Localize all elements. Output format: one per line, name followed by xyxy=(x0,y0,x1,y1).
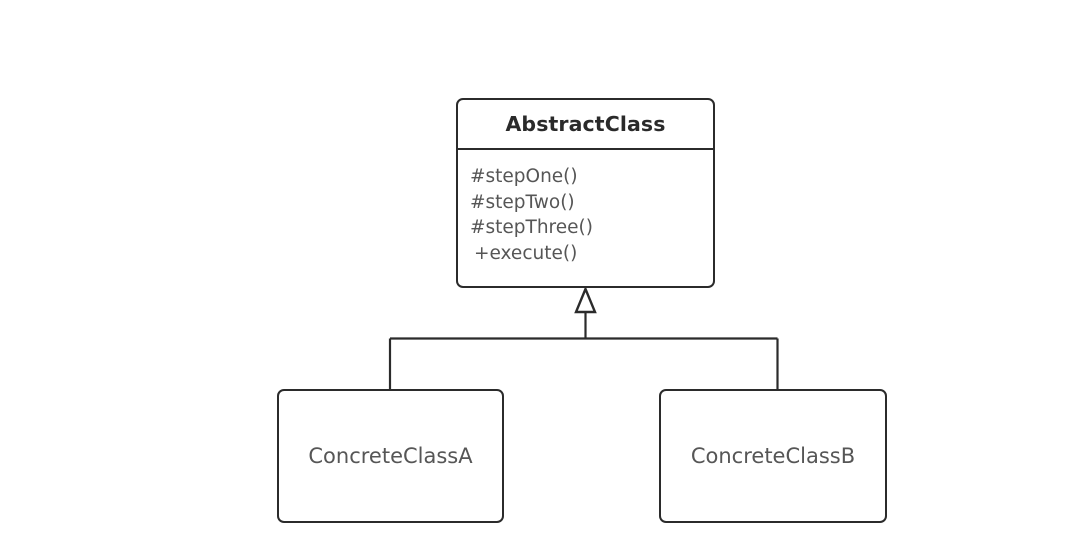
member-execute: +execute() xyxy=(474,242,578,264)
class-box-abstract-class[interactable]: AbstractClass #stepOne() #stepTwo() #ste… xyxy=(456,98,715,288)
class-title-compartment: AbstractClass xyxy=(458,100,713,150)
class-name-abstract-class: AbstractClass xyxy=(505,112,666,136)
member-step-one: #stepOne() xyxy=(470,166,578,187)
hollow-triangle-arrowhead-icon xyxy=(574,285,597,314)
member-step-two: #stepTwo() xyxy=(470,191,575,213)
class-box-concrete-class-b[interactable]: ConcreteClassB xyxy=(659,389,887,523)
class-name-concrete-class-a: ConcreteClassA xyxy=(308,444,473,468)
class-name-concrete-class-b: ConcreteClassB xyxy=(690,444,856,468)
class-members-compartment: #stepOne() #stepTwo() #stepThree() +exec… xyxy=(458,150,713,286)
member-step-three: #stepThree() xyxy=(470,217,593,238)
class-box-concrete-class-a[interactable]: ConcreteClassA xyxy=(277,389,504,523)
